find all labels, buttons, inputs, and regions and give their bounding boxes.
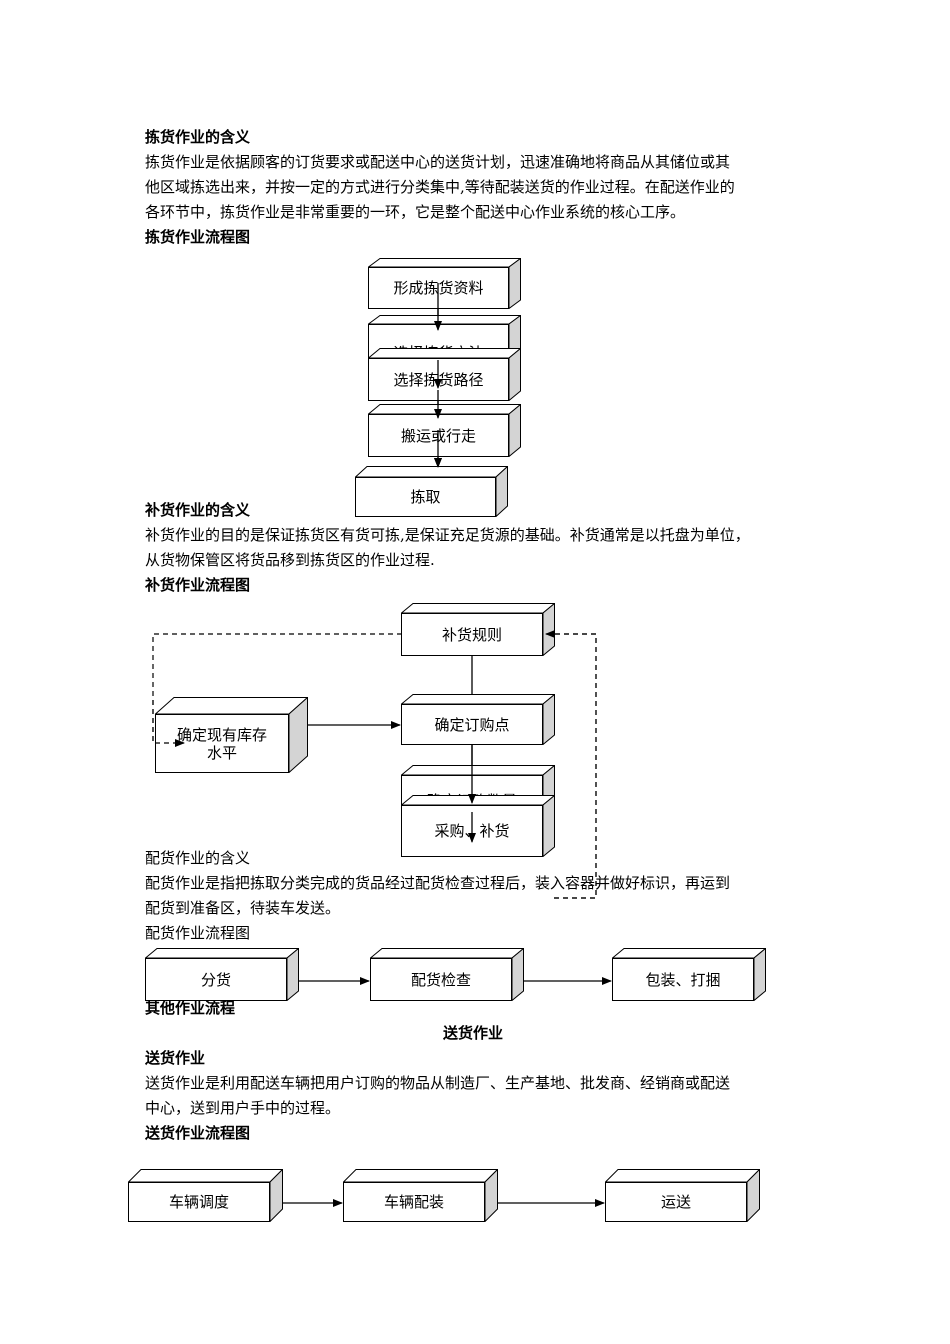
- flow-box-purchase-label: 采购、补货: [401, 805, 543, 857]
- flow-box-picking-5-label: 拣取: [355, 477, 496, 517]
- flow-box-picking-4-label: 搬运或行走: [368, 414, 509, 457]
- heading-delivery: 送货作业: [145, 1049, 206, 1067]
- subheading-delivery-centered: 送货作业: [443, 1024, 504, 1042]
- heading-picking: 拣货作业的含义: [145, 128, 251, 146]
- flow-title-distribution: 配货作业流程图: [145, 924, 251, 942]
- paragraph-replenishment-line-1: 补货作业的目的是保证拣货区有货可拣,是保证充足货源的基础。补货通常是以托盘为单位…: [145, 526, 750, 544]
- flow-box-pack-label: 包装、打捆: [612, 958, 754, 1001]
- paragraph-picking-line-1: 拣货作业是依据顾客的订货要求或配送中心的送货计划，迅速准确地将商品从其储位或其: [145, 153, 731, 171]
- flow-box-purchase: 采购、补货: [401, 795, 555, 857]
- flow-box-picking-3: 选择拣货路径: [368, 348, 521, 401]
- flow-title-picking: 拣货作业流程图: [145, 228, 251, 246]
- paragraph-delivery-line-2: 中心，送到用户手中的过程。: [145, 1099, 341, 1117]
- paragraph-picking-line-3: 各环节中，拣货作业是非常重要的一环，它是整个配送中心作业系统的核心工序。: [145, 203, 686, 221]
- heading-other-processes: 其他作业流程: [145, 999, 236, 1017]
- flow-box-picking-1-label: 形成拣货资料: [368, 267, 509, 309]
- flow-box-check-label: 配货检查: [370, 958, 512, 1001]
- flow-box-transport-label: 运送: [605, 1182, 747, 1222]
- flow-box-check: 配货检查: [370, 948, 524, 1001]
- heading-distribution: 配货作业的含义: [145, 849, 251, 867]
- flow-box-picking-1: 形成拣货资料: [368, 258, 521, 309]
- paragraph-distribution-line-2: 配货到准备区，待装车发送。: [145, 899, 341, 917]
- flow-box-loading: 车辆配装: [343, 1169, 498, 1222]
- flow-box-loading-label: 车辆配装: [343, 1182, 485, 1222]
- flow-box-dispatch: 车辆调度: [128, 1169, 283, 1222]
- paragraph-delivery-line-1: 送货作业是利用配送车辆把用户订购的物品从制造厂、生产基地、批发商、经销商或配送: [145, 1074, 731, 1092]
- flow-box-rule-label: 补货规则: [401, 613, 543, 656]
- flow-box-rule: 补货规则: [401, 603, 555, 656]
- paragraph-replenishment-line-2: 从货物保管区将货品移到拣货区的作业过程.: [145, 551, 435, 569]
- flow-box-sort: 分货: [145, 948, 299, 1001]
- flow-box-picking-5: 拣取: [355, 466, 508, 517]
- flow-title-delivery: 送货作业流程图: [145, 1124, 251, 1142]
- flow-box-picking-4: 搬运或行走: [368, 404, 521, 457]
- paragraph-distribution-line-1: 配货作业是指把拣取分类完成的货品经过配货检查过程后，装入容器并做好标识，再运到: [145, 874, 731, 892]
- flow-box-order-point-label: 确定订购点: [401, 704, 543, 745]
- flow-box-dispatch-label: 车辆调度: [128, 1182, 270, 1222]
- paragraph-picking-line-2: 他区域拣选出来，并按一定的方式进行分类集中,等待配装送货的作业过程。在配送作业的: [145, 178, 735, 196]
- flow-box-sort-label: 分货: [145, 958, 287, 1001]
- flow-box-inventory: 确定现有库存水平: [155, 697, 308, 773]
- flow-box-order-point: 确定订购点: [401, 694, 555, 745]
- flow-title-replenishment: 补货作业流程图: [145, 576, 251, 594]
- flow-box-picking-3-label: 选择拣货路径: [368, 358, 509, 401]
- flow-box-transport: 运送: [605, 1169, 760, 1222]
- flow-box-inventory-label: 确定现有库存水平: [155, 714, 289, 773]
- flow-box-pack: 包装、打捆: [612, 948, 766, 1001]
- heading-replenishment: 补货作业的含义: [145, 501, 251, 519]
